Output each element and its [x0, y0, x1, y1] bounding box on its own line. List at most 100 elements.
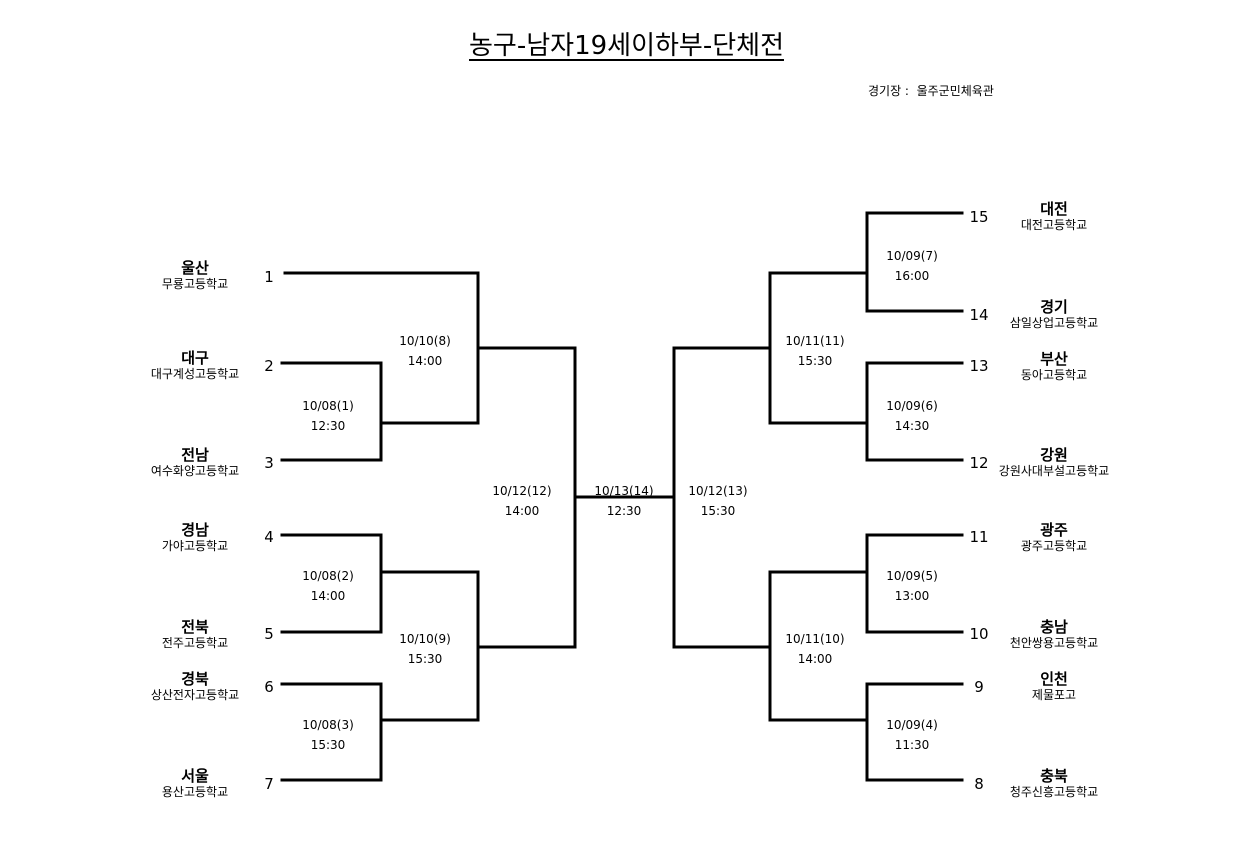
seed-number: 5	[264, 625, 274, 643]
team-school: 광주고등학교	[1020, 539, 1088, 553]
team-school: 무룡고등학교	[161, 277, 229, 291]
team-entry-13: 부산 동아고등학교	[984, 350, 1124, 382]
seed-number: 8	[974, 775, 984, 793]
bracket-line-m9	[476, 570, 577, 722]
match-time: 13:00	[894, 589, 930, 603]
bracket-line-m6	[865, 361, 964, 462]
seed-number: 11	[969, 528, 989, 546]
seed-number: 2	[264, 357, 274, 375]
match-date: 10/09(4)	[886, 718, 938, 732]
match-time: 11:30	[894, 738, 930, 752]
team-school: 상산전자고등학교	[150, 688, 240, 702]
match-label-10: 10/11(10) 14:00	[765, 629, 865, 669]
match-label-12: 10/12(12) 14:00	[472, 481, 572, 521]
team-entry-15: 대전 대전고등학교	[984, 200, 1124, 232]
title-text: 농구-남자19세이하부-단체전	[469, 31, 784, 61]
team-entry-14: 경기 삼일상업고등학교	[984, 298, 1124, 330]
match-label-4: 10/09(4) 11:30	[862, 715, 962, 755]
match-label-5: 10/09(5) 13:00	[862, 566, 962, 606]
match-time: 14:00	[797, 652, 833, 666]
team-region: 광주	[1040, 521, 1068, 539]
match-time: 14:00	[504, 504, 540, 518]
match-date: 10/11(11)	[785, 334, 845, 348]
team-entry-8: 충북 청주신흥고등학교	[984, 767, 1124, 799]
match-date: 10/11(10)	[785, 632, 845, 646]
match-label-6: 10/09(6) 14:30	[862, 396, 962, 436]
team-entry-1: 울산 무룡고등학교	[125, 259, 265, 291]
match-time: 14:30	[894, 419, 930, 433]
bracket-line-m11	[672, 271, 869, 425]
seed-number: 7	[264, 775, 274, 793]
match-label-1: 10/08(1) 12:30	[278, 396, 378, 436]
team-region: 전북	[181, 618, 209, 636]
team-region: 경기	[1040, 298, 1068, 316]
match-time: 14:00	[310, 589, 346, 603]
match-label-9: 10/10(9) 15:30	[375, 629, 475, 669]
match-time: 15:30	[700, 504, 736, 518]
team-school: 대전고등학교	[1020, 218, 1088, 232]
match-date: 10/12(12)	[492, 484, 552, 498]
team-school: 여수화양고등학교	[150, 464, 240, 478]
seed-number: 12	[969, 454, 989, 472]
team-entry-12: 강원 강원사대부설고등학교	[984, 446, 1124, 478]
seed-number: 10	[969, 625, 989, 643]
match-date: 10/09(6)	[886, 399, 938, 413]
match-date: 10/09(7)	[886, 249, 938, 263]
team-entry-4: 경남 가야고등학교	[125, 521, 265, 553]
bracket-line-m5	[865, 533, 964, 634]
team-region: 충북	[1040, 767, 1068, 785]
seed-number: 13	[969, 357, 989, 375]
venue-label: 경기장 : 울주군민체육관	[868, 84, 994, 98]
team-school: 제물포고	[1031, 688, 1077, 702]
match-label-14: 10/13(14) 12:30	[574, 481, 674, 521]
team-school: 대구계성고등학교	[150, 367, 240, 381]
team-region: 인천	[1040, 670, 1068, 688]
match-label-7: 10/09(7) 16:00	[862, 246, 962, 286]
seed-number: 9	[974, 678, 984, 696]
match-label-8: 10/10(8) 14:00	[375, 331, 475, 371]
match-time: 15:30	[310, 738, 346, 752]
team-region: 강원	[1040, 446, 1068, 464]
team-school: 청주신흥고등학교	[1009, 785, 1099, 799]
team-entry-11: 광주 광주고등학교	[984, 521, 1124, 553]
seed-number: 15	[969, 208, 989, 226]
team-entry-3: 전남 여수화양고등학교	[125, 446, 265, 478]
page-title: 농구-남자19세이하부-단체전	[0, 28, 1253, 64]
match-date: 10/08(3)	[302, 718, 354, 732]
bracket-line-m8	[283, 271, 577, 425]
seed-number: 3	[264, 454, 274, 472]
match-date: 10/08(2)	[302, 569, 354, 583]
team-region: 충남	[1040, 618, 1068, 636]
team-region: 부산	[1040, 350, 1068, 368]
team-school: 가야고등학교	[161, 539, 229, 553]
team-entry-7: 서울 용산고등학교	[125, 767, 265, 799]
match-label-2: 10/08(2) 14:00	[278, 566, 378, 606]
match-date: 10/13(14)	[594, 484, 654, 498]
match-date: 10/08(1)	[302, 399, 354, 413]
match-date: 10/12(13)	[688, 484, 748, 498]
team-region: 경북	[181, 670, 209, 688]
seed-number: 14	[969, 306, 989, 324]
match-date: 10/10(8)	[399, 334, 451, 348]
bracket-line-m12	[573, 346, 676, 649]
team-region: 경남	[181, 521, 209, 539]
bracket-line-m1	[280, 361, 480, 462]
team-entry-6: 경북 상산전자고등학교	[125, 670, 265, 702]
bracket-line-m10	[672, 570, 869, 722]
team-region: 울산	[181, 259, 209, 277]
bracket-line-m7	[865, 211, 964, 313]
match-label-11: 10/11(11) 15:30	[765, 331, 865, 371]
team-entry-2: 대구 대구계성고등학교	[125, 349, 265, 381]
team-school: 전주고등학교	[161, 636, 229, 650]
team-entry-10: 충남 천안쌍용고등학교	[984, 618, 1124, 650]
match-time: 12:30	[310, 419, 346, 433]
team-school: 삼일상업고등학교	[1009, 316, 1099, 330]
match-label-13: 10/12(13) 15:30	[668, 481, 768, 521]
team-region: 대구	[181, 349, 209, 367]
team-entry-9: 인천 제물포고	[984, 670, 1124, 702]
match-date: 10/10(9)	[399, 632, 451, 646]
team-region: 대전	[1040, 200, 1068, 218]
match-time: 14:00	[407, 354, 443, 368]
bracket-line-m3	[280, 682, 480, 782]
